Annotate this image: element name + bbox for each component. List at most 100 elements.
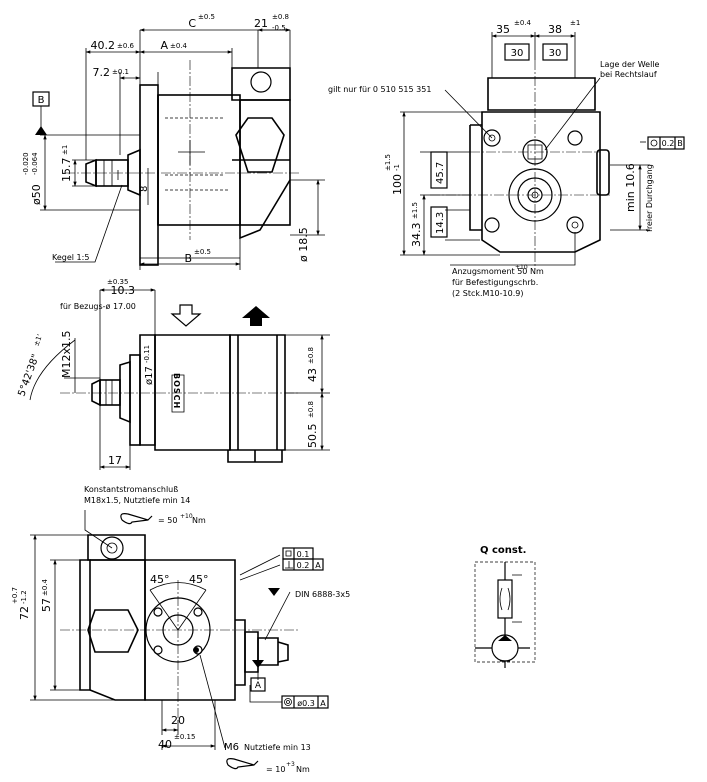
side-datum-b: B (32, 91, 50, 135)
box-30-right: 30 (549, 48, 562, 59)
dim-c-tol: ±0.5 (198, 13, 215, 21)
dim-b-tol: ±0.5 (194, 248, 211, 256)
ref-diameter: für Bezugs-ø 17.00 (60, 302, 136, 311)
shaft-note-2: bei Rechtslauf (600, 70, 657, 79)
torque-note-3: (2 Stck.M10-10.9) (452, 289, 523, 298)
shaft-note-1: Lage der Welle (600, 60, 660, 69)
dim-100-tol-up: ±1.5 (384, 154, 392, 171)
dim-34-3: 34.3 (410, 223, 423, 248)
m6-torque-unit: Nm (296, 765, 310, 774)
dim-15-7-tol: ±1 (61, 145, 69, 155)
torque-note-2: für Befestigungschrb. (452, 278, 538, 287)
dim-20: 20 (171, 714, 185, 727)
hydraulic-symbol: Q const. (474, 545, 536, 668)
dim-21-tol-up: ±0.8 (272, 13, 289, 21)
dim-dia17: ø17 (144, 366, 155, 385)
dim-21: 21 (254, 17, 268, 30)
dim-a: A (160, 39, 168, 52)
box-14-3: 14.3 (430, 206, 448, 238)
dim-50-5-tol: ±0.8 (307, 401, 315, 418)
dim-40-tol: ±0.15 (174, 733, 195, 741)
dim-7-2: 7.2 (93, 66, 111, 79)
front-datum-a: A (250, 660, 266, 692)
torque-note-1-tol: +10 (515, 264, 528, 271)
top-view-body (60, 334, 300, 463)
dim-72-tol-up: +0.7 (11, 587, 19, 604)
free-passage: freier Durchgang (645, 164, 654, 232)
front-view: Konstantstromanschluß M18x1.5, Nutztiefe… (11, 485, 350, 774)
key-spec: DIN 6888-3x5 (295, 590, 350, 599)
dim-57-tol: ±0.4 (41, 578, 49, 596)
symbol-title: Q const. (480, 545, 526, 556)
taper-label: Kegel 1:5 (52, 253, 89, 262)
m6-note: Nutztiefe min 13 (244, 743, 311, 752)
tol-flat-datum: B (677, 139, 683, 148)
tol-2-datum: A (315, 561, 321, 570)
dim-100-tol-dn: -1 (393, 164, 401, 171)
top-view-dims (29, 288, 330, 470)
dim-57: 57 (40, 598, 53, 612)
dim-35-tol: ±0.4 (514, 19, 532, 27)
port-label-1: Konstantstromanschluß (84, 485, 178, 494)
dim-8: 8 (139, 186, 150, 192)
dim-40-2: 40.2 (91, 39, 116, 52)
inlet-arrow-icon (170, 304, 202, 327)
dim-40-2-tol: ±0.6 (117, 42, 135, 50)
dim-angle: 5°42'38" (16, 353, 41, 398)
tol-3-datum: A (320, 699, 326, 708)
dim-72: 72 (18, 606, 31, 620)
wrench-icon (120, 513, 153, 525)
port-label-2: M18x1.5, Nutztiefe min 14 (84, 496, 190, 505)
dim-dia50-tol-up: -0.020 (22, 152, 30, 175)
dim-dia17-tol: -0.11 (143, 345, 151, 363)
dim-34-3-tol: ±1.5 (411, 202, 419, 219)
dim-10-3-tol: ±0.35 (107, 278, 128, 286)
dim-50-5: 50.5 (306, 424, 319, 449)
dim-43-tol: ±0.8 (307, 347, 315, 364)
dim-100: 100 (391, 174, 404, 195)
angle-45-left: 45° (150, 573, 170, 586)
port-torque-unit: Nm (192, 516, 206, 525)
tol-frame-1: 0.1 (282, 547, 314, 560)
dim-a-tol: ±0.4 (170, 42, 188, 50)
dim-10-3: 10.3 (111, 284, 136, 297)
box-30-left: 30 (511, 48, 524, 59)
torque-note-1: Anzugsmoment 50 (452, 267, 527, 276)
m6-torque: = 10 (266, 765, 285, 774)
side-view-dims (40, 28, 325, 270)
datum-a-label: A (255, 681, 262, 691)
dim-35: 35 (496, 23, 510, 36)
dim-min-10-6: min 10.6 (624, 163, 637, 212)
side-view: B C ±0.5 21 ±0.8 -0.5 40.2 ±0.6 A ±0.4 7… (22, 13, 325, 270)
tol-frame-flat: 0.2 B (647, 136, 685, 150)
dim-dia50-tol-dn: -0.064 (31, 152, 39, 175)
port-torque: = 50 (158, 516, 177, 525)
port-torque-tol: +10 (180, 513, 193, 520)
tol-frame-3: ø0.3 A (281, 695, 329, 709)
top-view: 10.3 ±0.35 für Bezugs-ø 17.00 5°42'38" ±… (16, 278, 330, 470)
dim-dia50: ø50 (30, 184, 43, 205)
tol-3-value: ø0.3 (297, 699, 315, 708)
dim-c: C (188, 17, 196, 30)
datum-b-label: B (38, 95, 45, 106)
key-marker-icon (268, 588, 280, 596)
dim-18-5: ø 18.5 (297, 227, 310, 262)
tol-frame-2: 0.2 A (282, 558, 324, 571)
dim-43: 43 (306, 368, 319, 382)
end-view-body (430, 60, 610, 270)
dim-thread: M12x1.5 (60, 331, 73, 379)
dim-15-7: 15.7 (60, 158, 73, 183)
dim-angle-tol: ±1' (32, 333, 44, 347)
dim-38-tol: ±1 (570, 19, 580, 27)
front-view-body (60, 534, 300, 720)
side-view-body (65, 60, 300, 266)
dim-40: 40 (158, 738, 172, 751)
torque-note-1-unit: Nm (530, 267, 544, 276)
dim-21-tol-dn: -0.5 (272, 24, 286, 32)
tol-flat-value: 0.2 (662, 139, 675, 148)
m6-label: M6 (224, 742, 239, 753)
dim-b: B (184, 252, 192, 265)
box-14-3-label: 14.3 (435, 212, 446, 234)
valid-note: gilt nur für 0 510 515 351 (328, 85, 431, 94)
